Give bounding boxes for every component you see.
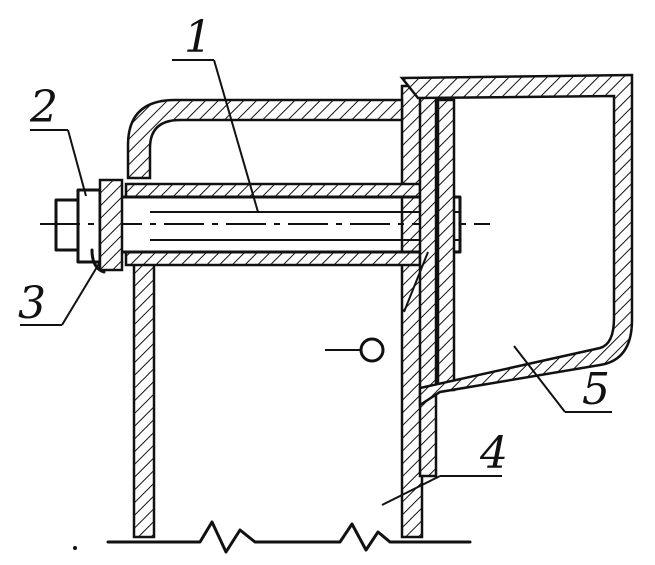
callout-3: 3	[18, 278, 46, 329]
left-pipe-wall	[132, 260, 156, 539]
curved-housing	[126, 98, 404, 180]
cup-housing	[399, 73, 634, 408]
hub-plate	[418, 84, 456, 478]
shaft-sleeve-lower	[124, 250, 422, 267]
break-line	[106, 520, 472, 554]
circle-mark	[325, 337, 385, 363]
shaft-sleeve-upper	[124, 182, 422, 199]
callout-4: 4	[479, 428, 508, 479]
callout-1: 1	[184, 12, 212, 63]
nut-assembly	[54, 178, 124, 274]
callout-5: 5	[582, 364, 610, 415]
dot-mark	[73, 546, 77, 550]
callout-2: 2	[29, 82, 58, 133]
leader-lines	[20, 59, 612, 506]
